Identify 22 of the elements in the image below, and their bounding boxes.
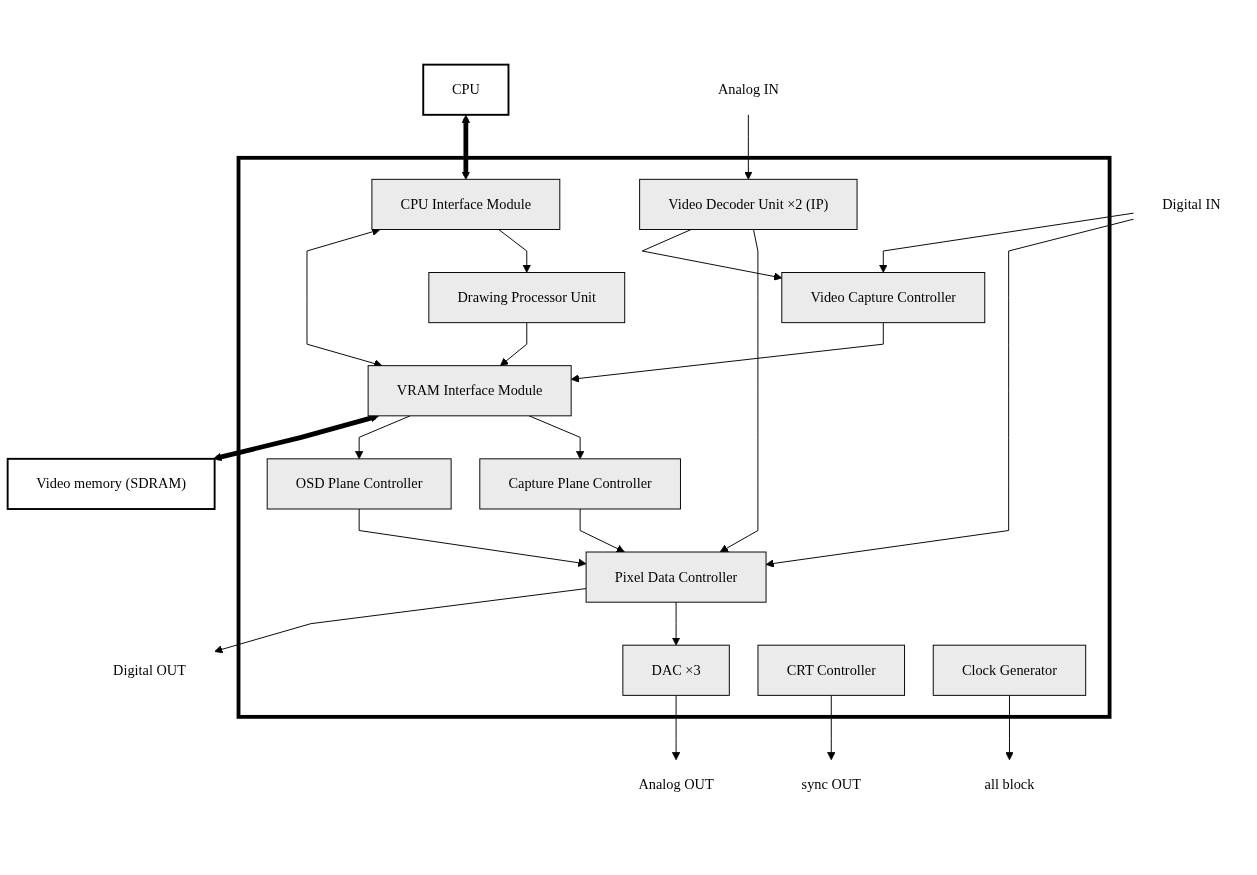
node-box: CRT Controller [757,644,906,696]
node-text: all block [984,777,1035,793]
arrow [461,114,471,180]
node-box: CPU Interface Module [371,179,561,231]
node-box: Pixel Data Controller [585,551,767,603]
node-box: Video memory (SDRAM) [6,458,216,511]
node-text: Analog OUT [638,777,714,793]
node-box: DAC ×3 [622,644,730,696]
node-box: OSD Plane Controller [266,458,452,510]
node-box: Capture Plane Controller [479,458,681,510]
node-text: Digital OUT [113,662,186,678]
node-text: Digital IN [1162,196,1221,212]
arrow [213,414,379,462]
node-text: Analog IN [717,82,779,98]
cluster [236,156,1112,719]
node-text: sync OUT [801,777,861,793]
node-box: Video Decoder Unit ×2 (IP) [639,179,858,231]
node-box: Video Capture Controller [781,272,986,324]
node-box: Drawing Processor Unit [428,272,626,324]
node-box: CPU [422,63,510,116]
node-box: Clock Generator [932,644,1087,696]
node-box: VRAM Interface Module [367,365,572,417]
